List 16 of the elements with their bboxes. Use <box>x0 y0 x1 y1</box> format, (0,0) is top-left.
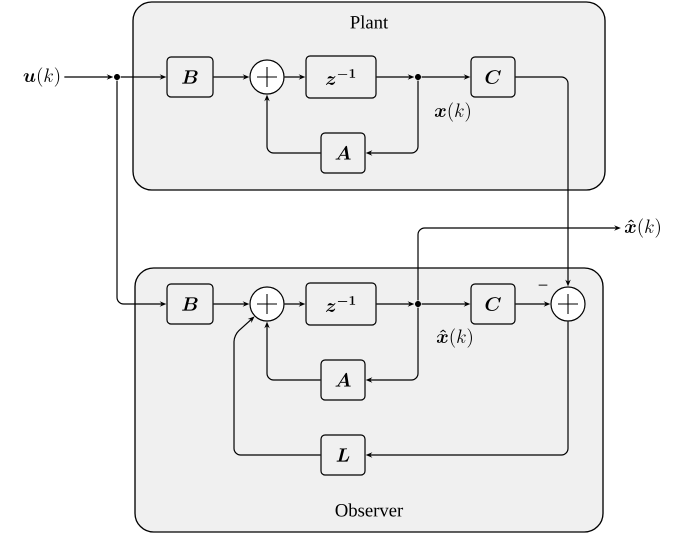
gain-block: $\boldsymbol{A}$ <box>320 132 366 174</box>
gain-block: $\boldsymbol{z^{-1}}$ <box>305 282 377 326</box>
signal-label: $\boldsymbol{\hat{x}}(k)$ <box>436 328 472 348</box>
gain-block: $\boldsymbol{C}$ <box>470 283 516 325</box>
signal-label: $\boldsymbol{\hat{x}}(k)$ <box>624 218 660 238</box>
gain-block: $\boldsymbol{B}$ <box>166 56 214 98</box>
gain-block: $\boldsymbol{B}$ <box>166 283 214 325</box>
summing-junction <box>550 286 586 322</box>
gain-block: $\boldsymbol{z^{-1}}$ <box>305 55 377 99</box>
gain-block: $\boldsymbol{A}$ <box>320 359 366 401</box>
gain-block: $\boldsymbol{L}$ <box>320 434 366 476</box>
summing-junction <box>249 59 285 95</box>
summing-junction <box>249 286 285 322</box>
signal-label: $\boldsymbol{u}(k)$ <box>24 67 60 87</box>
gain-block: $\boldsymbol{C}$ <box>470 56 516 98</box>
signal-label: $\boldsymbol{x}(k)$ <box>434 102 470 122</box>
